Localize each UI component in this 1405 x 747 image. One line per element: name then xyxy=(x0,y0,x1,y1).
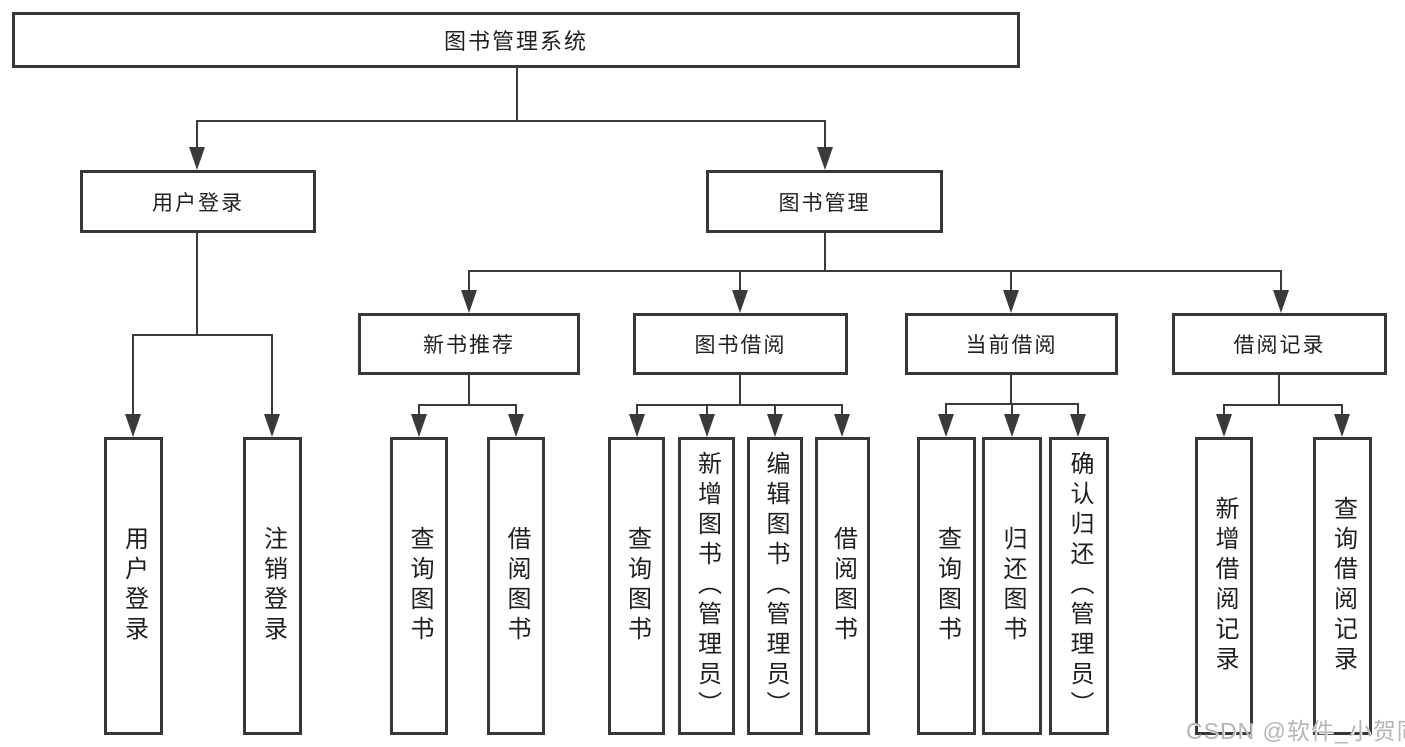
connector-line xyxy=(824,120,826,150)
connector-line xyxy=(1341,404,1343,417)
node-book-management: 图书管理 xyxy=(706,170,943,233)
connector-line xyxy=(824,233,826,271)
connector-line xyxy=(271,334,273,416)
arrow-down-icon xyxy=(732,290,748,313)
arrow-down-icon xyxy=(699,414,715,437)
leaf-logout: 注销登录 xyxy=(243,437,302,735)
connector-line xyxy=(1011,403,1013,417)
node-library-management-system: 图书管理系统 xyxy=(12,12,1020,68)
leaf-query-books-borrowing: 查询图书 xyxy=(608,437,665,735)
connector-line xyxy=(1077,403,1079,417)
connector-line xyxy=(636,404,842,406)
connector-line xyxy=(468,270,470,292)
arrow-down-icon xyxy=(461,290,477,313)
arrow-down-icon xyxy=(817,147,833,170)
leaf-user-login: 用户登录 xyxy=(104,437,163,735)
arrow-down-icon xyxy=(834,414,850,437)
arrow-down-icon xyxy=(938,414,954,437)
connector-line xyxy=(196,120,826,122)
connector-line xyxy=(945,403,947,417)
connector-line xyxy=(515,404,517,417)
connector-line xyxy=(636,404,638,417)
csdn-watermark: CSDN @软件_小贺同学 xyxy=(1186,718,1405,744)
arrow-down-icon xyxy=(1273,290,1289,313)
connector-line xyxy=(1278,375,1280,406)
leaf-borrow-books-recommend: 借阅图书 xyxy=(487,437,545,735)
leaf-add-books-admin: 新增图书（管理员） xyxy=(678,437,735,735)
connector-line xyxy=(739,375,741,406)
arrow-down-icon xyxy=(1334,414,1350,437)
arrow-down-icon xyxy=(629,414,645,437)
connector-line xyxy=(706,404,708,417)
leaf-borrow-books-borrowing: 借阅图书 xyxy=(815,437,870,735)
node-new-book-recommendation: 新书推荐 xyxy=(358,313,580,375)
node-user-login: 用户登录 xyxy=(80,170,316,233)
arrow-down-icon xyxy=(189,147,205,170)
arrow-down-icon xyxy=(508,414,524,437)
connector-line xyxy=(1010,270,1012,292)
arrow-down-icon xyxy=(1070,414,1086,437)
connector-line xyxy=(468,375,470,406)
leaf-confirm-return-admin: 确认归还（管理员） xyxy=(1049,437,1109,735)
arrow-down-icon xyxy=(767,414,783,437)
connector-line xyxy=(1223,404,1225,417)
connector-line xyxy=(1223,404,1343,406)
arrow-down-icon xyxy=(1216,414,1232,437)
connector-line xyxy=(132,334,134,416)
connector-line xyxy=(1010,375,1012,405)
leaf-query-books-current: 查询图书 xyxy=(917,437,976,735)
connector-line xyxy=(196,233,198,335)
arrow-down-icon xyxy=(125,414,141,437)
leaf-query-borrow-record: 查询借阅记录 xyxy=(1313,437,1372,735)
node-current-borrowing: 当前借阅 xyxy=(905,313,1118,375)
connector-line xyxy=(1280,270,1282,292)
connector-line xyxy=(196,120,198,150)
arrow-down-icon xyxy=(1004,414,1020,437)
connector-line xyxy=(132,334,273,336)
connector-line xyxy=(774,404,776,417)
arrow-down-icon xyxy=(411,414,427,437)
connector-line xyxy=(841,404,843,417)
connector-line xyxy=(739,270,741,292)
connector-line xyxy=(418,404,420,417)
leaf-edit-books-admin: 编辑图书（管理员） xyxy=(747,437,803,735)
connector-line xyxy=(516,68,518,121)
leaf-add-borrow-record: 新增借阅记录 xyxy=(1195,437,1253,735)
arrow-down-icon xyxy=(264,414,280,437)
connector-line xyxy=(418,404,517,406)
node-borrowing-records: 借阅记录 xyxy=(1172,313,1387,375)
connector-line xyxy=(468,270,1281,272)
leaf-query-books-recommend: 查询图书 xyxy=(390,437,448,735)
leaf-return-books: 归还图书 xyxy=(982,437,1042,735)
arrow-down-icon xyxy=(1003,290,1019,313)
node-book-borrowing: 图书借阅 xyxy=(633,313,848,375)
